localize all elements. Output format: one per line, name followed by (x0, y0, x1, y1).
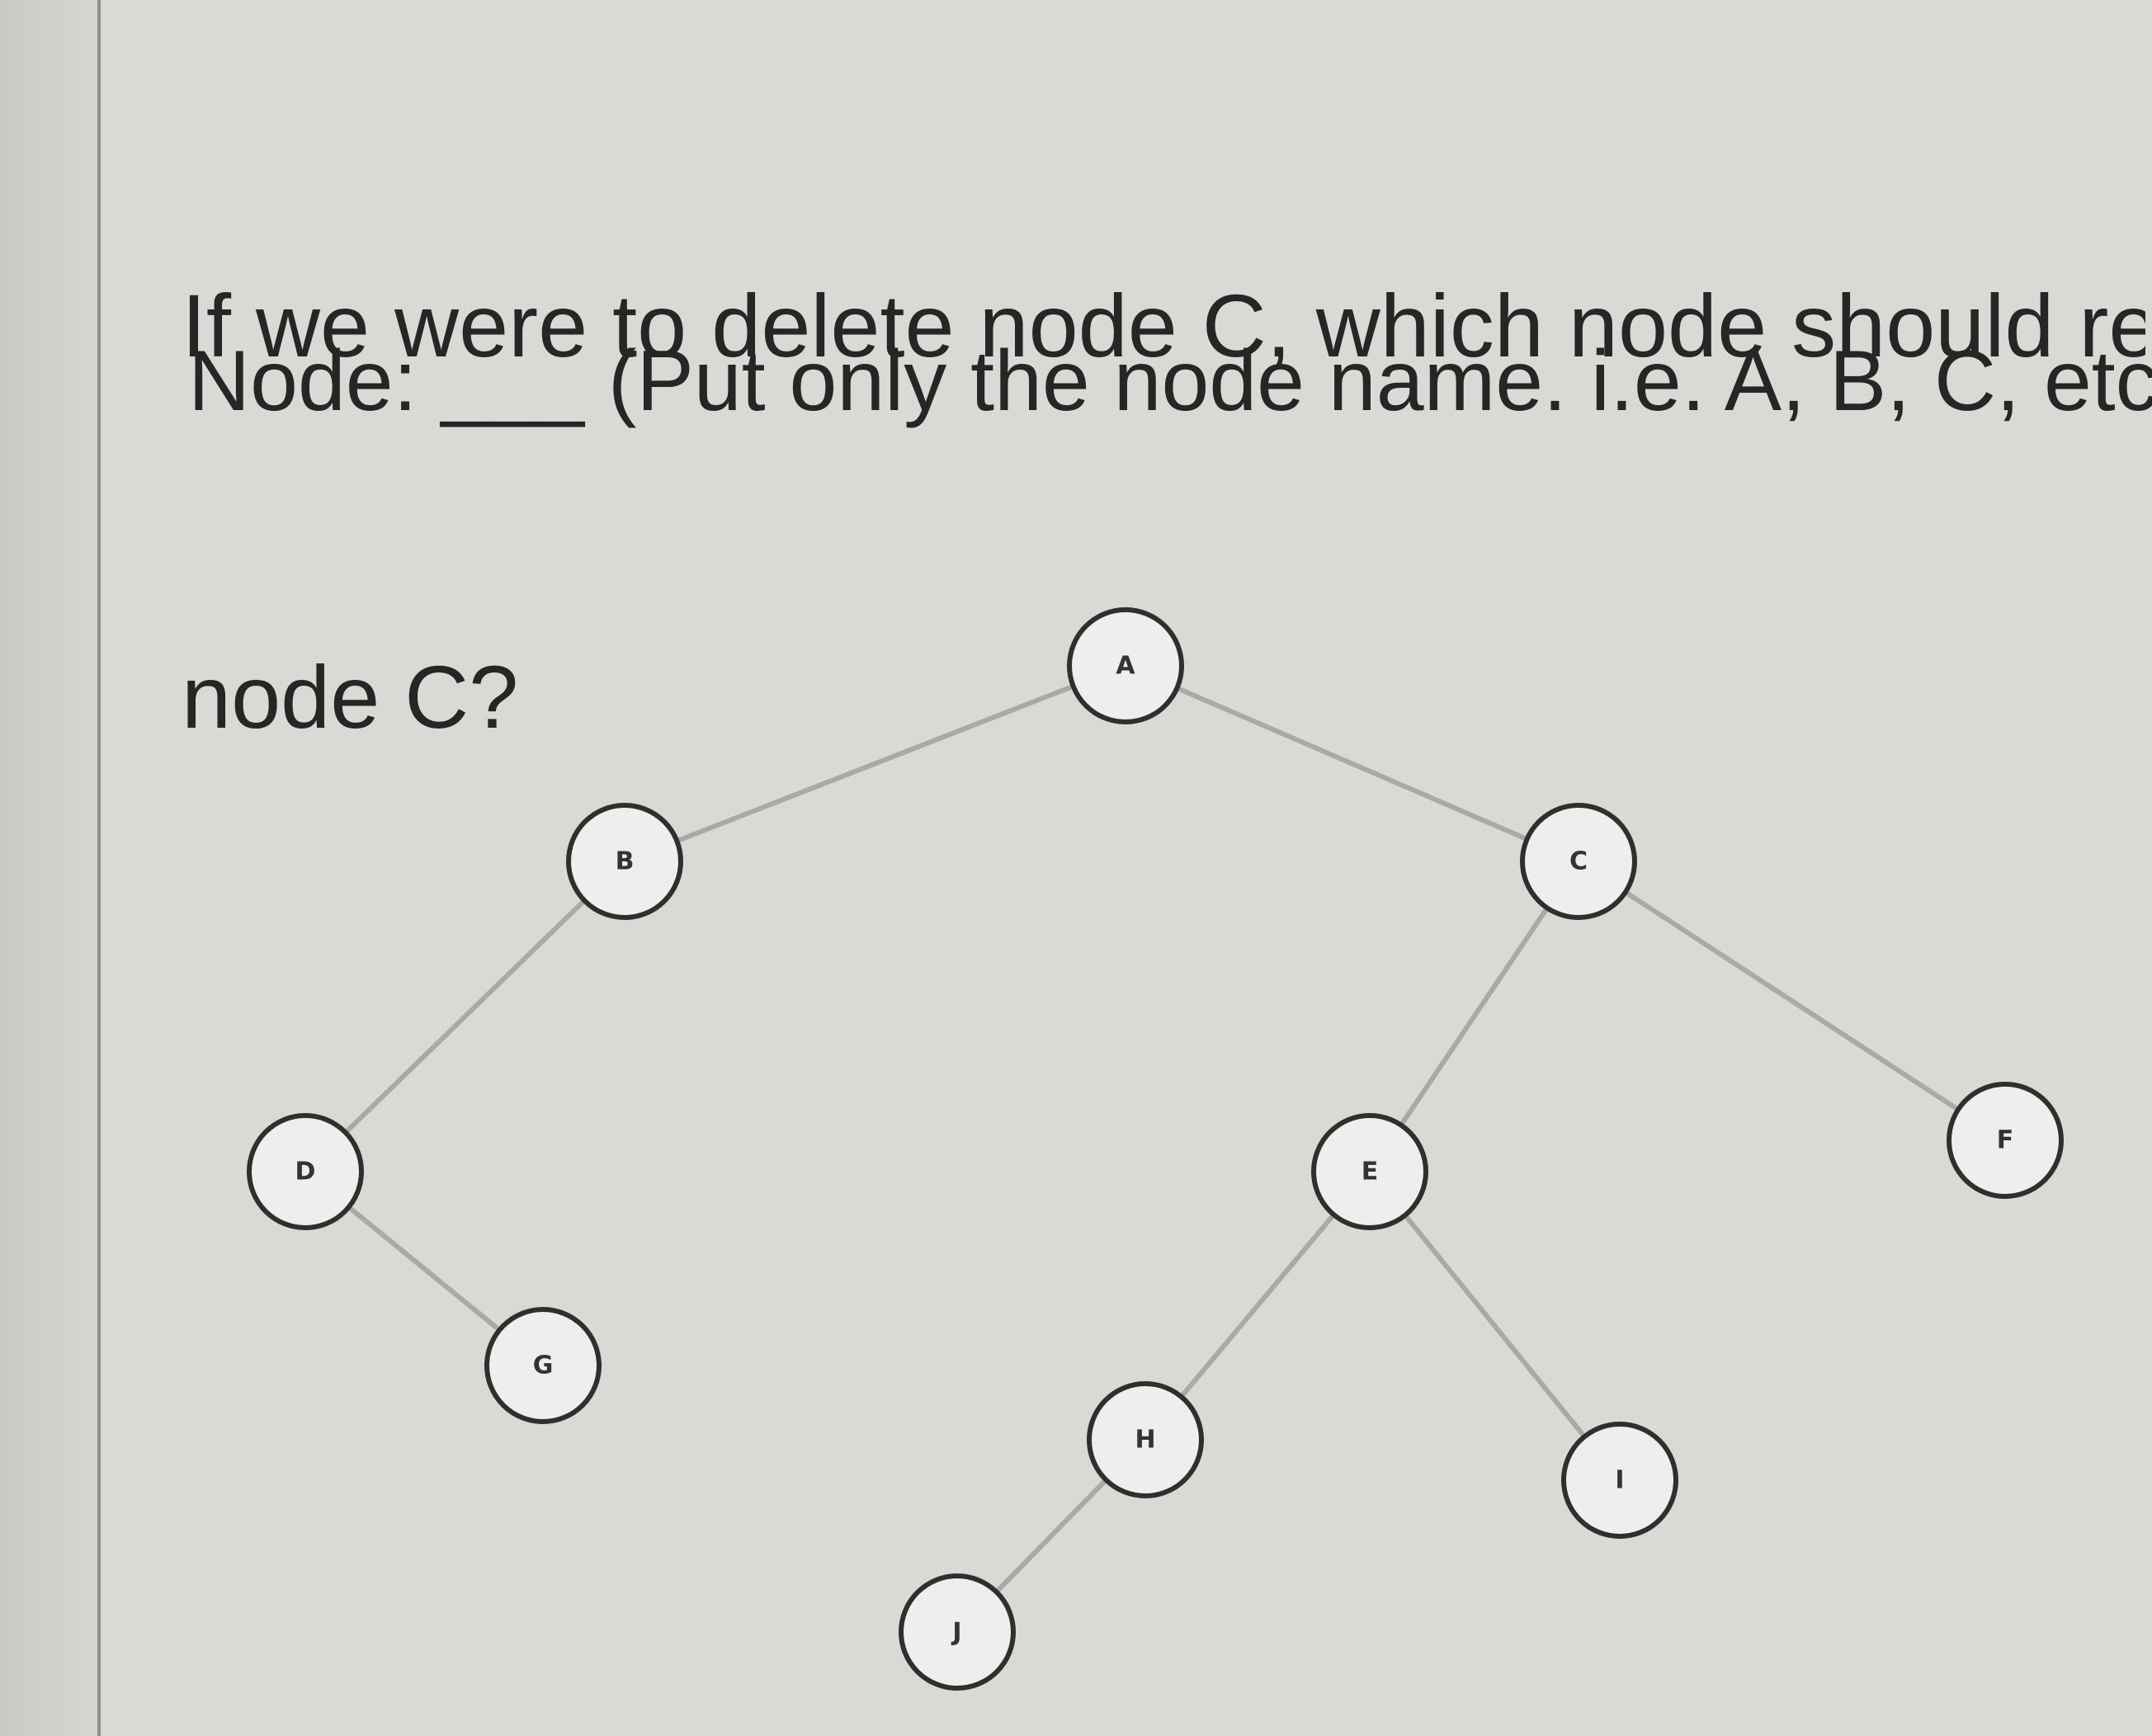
edge-c-f (1624, 889, 1960, 1112)
left-margin (0, 0, 99, 1736)
node-circle-i (1561, 1422, 1678, 1539)
prompt-label: Node: (188, 333, 418, 429)
question-text: If we were to delete node C, which node … (182, 17, 2145, 883)
edge-b-d (343, 899, 587, 1135)
edge-a-c (1176, 686, 1528, 842)
answer-blank[interactable]: ___ (441, 333, 584, 429)
node-label-g: G (533, 1352, 554, 1380)
node-b: B (566, 803, 683, 920)
node-circle-h (1087, 1381, 1204, 1498)
edge-a-b (676, 683, 1074, 844)
content-border (97, 0, 101, 1736)
node-circle-j (899, 1573, 1016, 1691)
node-label-d: D (295, 1158, 316, 1186)
node-h: H (1087, 1381, 1204, 1498)
node-label-c: C (1569, 847, 1588, 876)
edge-h-j (994, 1478, 1108, 1594)
node-circle-f (1947, 1082, 2064, 1199)
edge-d-g (347, 1205, 502, 1333)
node-g: G (484, 1307, 602, 1424)
node-label-e: E (1362, 1158, 1379, 1186)
node-label-h: H (1135, 1426, 1155, 1455)
prompt-hint: (Put only the node name. i.e. A, B, C, e… (607, 333, 2152, 429)
tree-edges (343, 683, 1960, 1594)
edge-e-h (1179, 1213, 1336, 1399)
node-label-j: J (951, 1618, 961, 1647)
node-circle-e (1311, 1113, 1428, 1230)
node-label-i: I (1615, 1466, 1624, 1495)
edge-e-i (1403, 1213, 1587, 1439)
question-line-1: If we were to delete node C, which node … (182, 276, 2145, 375)
node-label-b: B (616, 847, 635, 876)
node-c: C (1520, 803, 1637, 920)
node-e: E (1311, 1113, 1428, 1230)
node-circle-c (1520, 803, 1637, 920)
node-f: F (1947, 1082, 2064, 1199)
answer-prompt: Node: ___ (Put only the node name. i.e. … (188, 323, 2152, 439)
node-circle-d (247, 1113, 364, 1230)
node-circle-g (484, 1307, 602, 1424)
node-label-a: A (1116, 652, 1135, 681)
edge-c-e (1399, 906, 1550, 1127)
node-label-f: F (1997, 1126, 2014, 1155)
node-circle-a (1067, 607, 1184, 724)
node-a: A (1067, 607, 1184, 724)
node-j: J (899, 1573, 1016, 1691)
question-line-2: node C? (182, 647, 519, 747)
node-i: I (1561, 1422, 1678, 1539)
node-circle-b (566, 803, 683, 920)
node-d: D (247, 1113, 364, 1230)
tree-nodes: A B C D E F G H I J (247, 607, 2064, 1691)
